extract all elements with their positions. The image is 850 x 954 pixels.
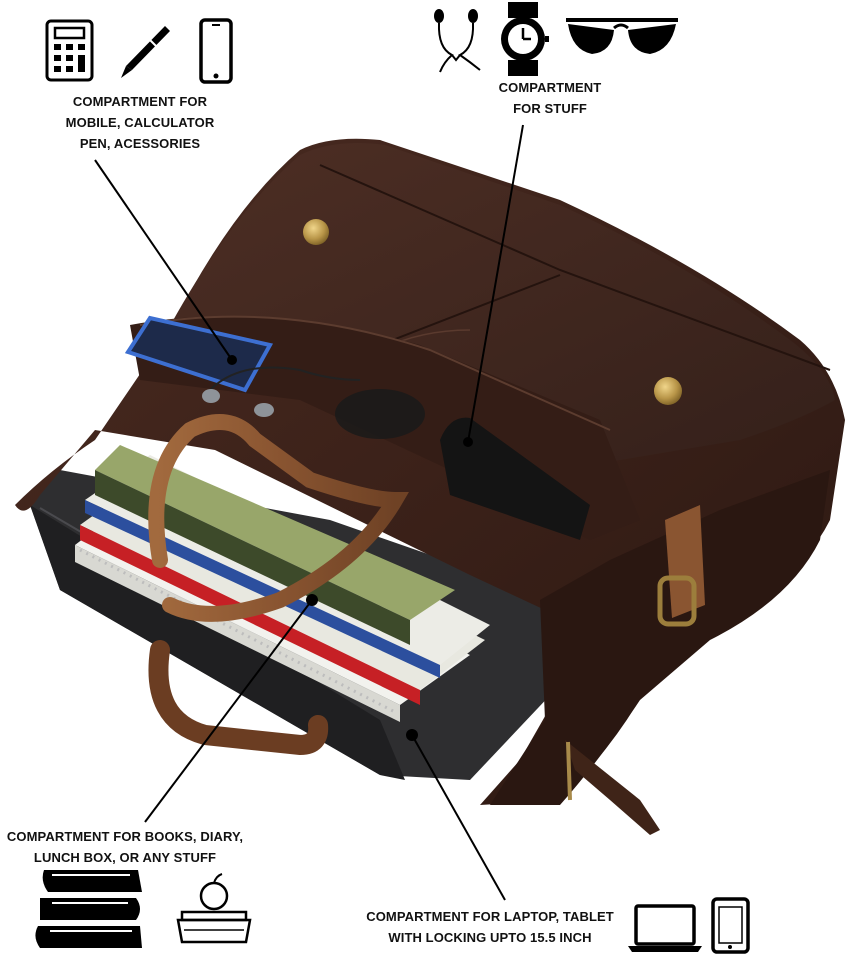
callout-stuff-compartment: COMPARTMENT FOR STUFF <box>498 80 602 116</box>
earphones-icon <box>434 9 481 73</box>
calculator-icon <box>45 19 94 82</box>
leader-line-accessories <box>94 159 233 361</box>
leader-line-stuff <box>467 124 524 443</box>
strap-buckle <box>657 575 697 627</box>
mobile-phone-in-pocket <box>124 315 274 393</box>
leader-line-books <box>144 599 313 823</box>
tablet-icon <box>711 897 750 954</box>
stack-of-books-icon <box>35 870 142 948</box>
laptop-icon <box>628 904 702 952</box>
leader-line-laptop <box>411 734 506 901</box>
snap-button <box>654 377 682 405</box>
zipper-pull <box>565 740 660 835</box>
lunch-box-icon <box>176 873 252 944</box>
books-stack <box>75 445 490 722</box>
wristwatch-icon <box>501 2 549 76</box>
callout-books-compartment: COMPARTMENT FOR BOOKS, DIARY, LUNCH BOX,… <box>6 829 244 865</box>
mobile-phone-icon <box>199 18 233 84</box>
pouch-in-pocket <box>440 417 590 540</box>
callout-laptop-compartment: COMPARTMENT FOR LAPTOP, TABLET WITH LOCK… <box>366 909 614 945</box>
back-handle <box>148 640 329 756</box>
top-handle <box>148 414 409 622</box>
sunglasses-in-pocket <box>335 389 425 439</box>
snap-button <box>303 219 329 245</box>
pen-icon <box>121 26 170 78</box>
bag-body <box>15 138 845 805</box>
callout-accessories-compartment: COMPARTMENT FOR MOBILE, CALCULATOR PEN, … <box>65 94 215 151</box>
earphones-in-pocket <box>202 366 361 417</box>
sunglasses-icon <box>566 18 678 54</box>
